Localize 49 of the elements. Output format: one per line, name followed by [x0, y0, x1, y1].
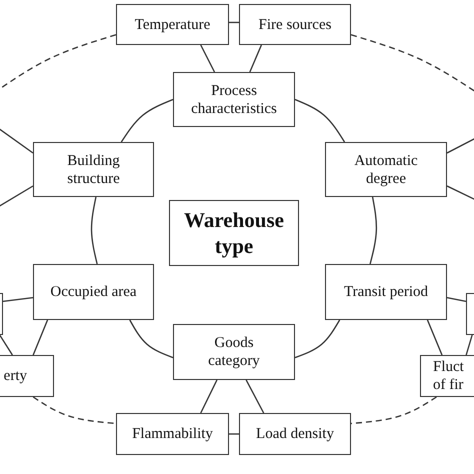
- node-label: Transit period: [344, 283, 428, 301]
- node-label: Process characteristics: [190, 82, 278, 118]
- connector-line: [426, 320, 443, 356]
- connector-line: [446, 137, 474, 154]
- node-label: erty: [4, 367, 27, 385]
- connector-line: [446, 296, 466, 302]
- dashed-connector: [350, 396, 437, 424]
- text-box: [325, 264, 447, 320]
- connector-line: [246, 380, 264, 414]
- text-box: [169, 200, 299, 266]
- node-label: Fluct of fir: [433, 358, 465, 394]
- text-box: [325, 142, 447, 197]
- text-box: [116, 413, 229, 455]
- text-box: [239, 4, 351, 45]
- connector-line: [200, 44, 216, 72]
- text-box: [116, 4, 229, 45]
- connector-line: [120, 98, 174, 142]
- title-text: Warehouse type: [184, 207, 284, 259]
- text-box: [239, 413, 351, 455]
- connector-line: [229, 22, 239, 24]
- text-box: [173, 324, 295, 380]
- node-label: Load density: [256, 425, 334, 443]
- node-label: Fire sources: [258, 16, 332, 34]
- node-label: Goods category: [207, 334, 261, 370]
- connector-line: [229, 433, 239, 435]
- connector-line: [0, 127, 34, 154]
- connector-line: [90, 196, 98, 264]
- dashed-connector: [32, 396, 116, 424]
- text-box: [33, 142, 154, 197]
- connector-line: [446, 185, 474, 201]
- connector-line: [370, 196, 378, 264]
- node-label: Automatic degree: [353, 152, 419, 188]
- connector-line: [0, 185, 34, 208]
- text-box: [33, 264, 154, 320]
- connector-line: [294, 98, 346, 142]
- node-label: Building structure: [66, 152, 121, 188]
- connector-line: [200, 380, 218, 414]
- connector-line: [294, 320, 340, 358]
- node-label: Temperature: [134, 16, 210, 34]
- connector-line: [249, 44, 262, 72]
- connector-line: [129, 320, 174, 358]
- text-box: [173, 72, 295, 127]
- node-label: Occupied area: [50, 283, 137, 301]
- connector-line: [466, 334, 473, 356]
- connector-line: [0, 334, 13, 356]
- connector-line: [2, 296, 34, 302]
- node-label: Flammability: [132, 425, 213, 443]
- connector-line: [32, 320, 48, 356]
- dashed-connector: [350, 34, 474, 93]
